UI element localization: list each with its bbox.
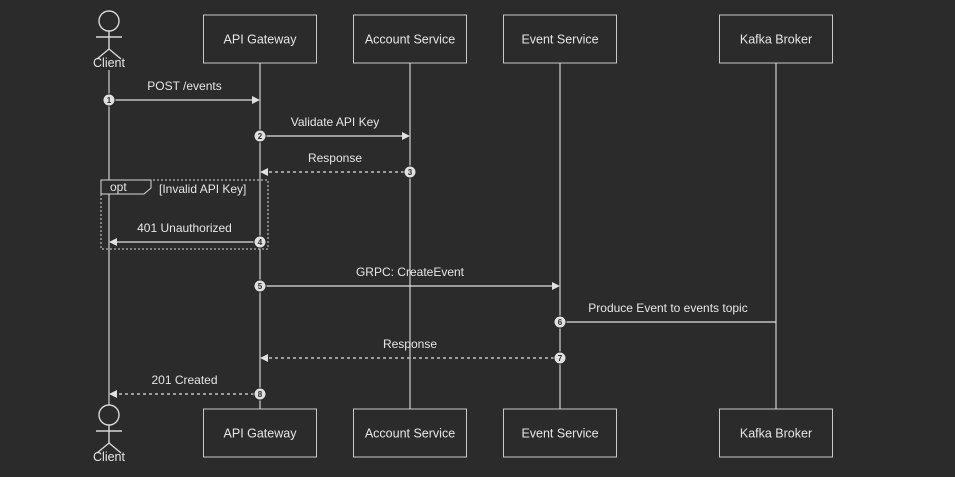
message-4: 401 Unauthorized 4 xyxy=(109,221,267,249)
actor-client-bottom: Client xyxy=(93,404,126,464)
arrowhead-icon xyxy=(252,96,260,104)
message-label: 201 Created xyxy=(151,373,217,387)
sequence-number: 2 xyxy=(258,132,263,141)
participant-label: Event Service xyxy=(521,427,598,441)
fragment-condition: [Invalid API Key] xyxy=(159,182,246,196)
arrowhead-icon xyxy=(260,168,268,176)
sequence-number-badge: 5 xyxy=(253,279,267,293)
message-8: 201 Created 8 xyxy=(109,373,267,401)
participant-event-bottom: Event Service xyxy=(503,408,617,458)
participant-label: API Gateway xyxy=(224,33,298,47)
participant-box xyxy=(719,14,833,64)
lifelines xyxy=(108,63,777,409)
participant-label: API Gateway xyxy=(224,427,298,441)
participant-box xyxy=(203,14,317,64)
participant-kafka-bottom: Kafka Broker xyxy=(719,408,833,458)
fragment-frame xyxy=(100,179,269,250)
person-icon xyxy=(96,10,122,60)
participant-box xyxy=(503,408,617,458)
participant-box xyxy=(503,14,617,64)
message-label: GRPC: CreateEvent xyxy=(356,265,465,279)
participants-bottom: Client API Gateway Account Service Event Se… xyxy=(93,404,833,464)
message-label: Response xyxy=(308,151,362,165)
participant-label: Client xyxy=(93,56,125,70)
opt-fragment: opt [Invalid API Key] xyxy=(100,179,269,250)
message-label: 401 Unauthorized xyxy=(137,221,232,235)
message-label: Response xyxy=(383,337,437,351)
participant-box xyxy=(203,408,317,458)
participant-label: Client xyxy=(93,450,125,464)
participant-box xyxy=(719,408,833,458)
sequence-number: 7 xyxy=(558,354,563,363)
sequence-number-badge: 2 xyxy=(253,129,267,143)
fragments: opt [Invalid API Key] xyxy=(100,179,269,250)
arrowhead-icon xyxy=(109,390,117,398)
sequence-number-badge: 7 xyxy=(553,351,567,365)
actor-client-top: Client xyxy=(93,10,126,70)
participant-label: Kafka Broker xyxy=(740,427,812,441)
participant-box xyxy=(353,14,467,64)
fragment-keyword: opt xyxy=(110,180,127,194)
arrowhead-icon xyxy=(109,238,117,246)
participant-event-top: Event Service xyxy=(503,14,617,64)
message-1: POST /events 1 xyxy=(102,79,260,107)
sequence-number: 6 xyxy=(558,318,563,327)
participant-kafka-top: Kafka Broker xyxy=(719,14,833,64)
message-3: Response 3 xyxy=(260,151,417,179)
sequence-number: 1 xyxy=(107,96,112,105)
participant-gateway-top: API Gateway xyxy=(203,14,317,64)
fragment-tab xyxy=(100,179,152,195)
sequence-number: 3 xyxy=(408,168,413,177)
arrowhead-icon xyxy=(402,132,410,140)
arrowhead-icon xyxy=(260,354,268,362)
participant-box xyxy=(353,408,467,458)
sequence-number-badge: 6 xyxy=(553,315,567,329)
message-6: Produce Event to events topic 6 xyxy=(553,301,776,329)
arrowhead-icon xyxy=(552,282,560,290)
participant-gateway-bottom: API Gateway xyxy=(203,408,317,458)
person-icon xyxy=(96,404,122,454)
message-label: Produce Event to events topic xyxy=(588,301,747,315)
participant-label: Kafka Broker xyxy=(740,33,812,47)
sequence-number-badge: 3 xyxy=(403,165,417,179)
sequence-number-badge: 8 xyxy=(253,387,267,401)
message-label: POST /events xyxy=(147,79,221,93)
participant-account-top: Account Service xyxy=(353,14,467,64)
participant-label: Account Service xyxy=(365,427,455,441)
sequence-number: 5 xyxy=(258,282,263,291)
participant-label: Account Service xyxy=(365,33,455,47)
message-2: Validate API Key 2 xyxy=(253,115,410,143)
participant-label: Event Service xyxy=(521,33,598,47)
sequence-number: 4 xyxy=(258,238,263,247)
message-7: Response 7 xyxy=(260,337,567,365)
message-5: GRPC: CreateEvent 5 xyxy=(253,265,560,293)
sequence-number: 8 xyxy=(258,390,263,399)
sequence-number-badge: 1 xyxy=(102,93,116,107)
sequence-number-badge: 4 xyxy=(253,235,267,249)
participant-account-bottom: Account Service xyxy=(353,408,467,458)
participants-top: Client API Gateway Account Service Event Se… xyxy=(93,10,833,70)
message-label: Validate API Key xyxy=(291,115,380,129)
